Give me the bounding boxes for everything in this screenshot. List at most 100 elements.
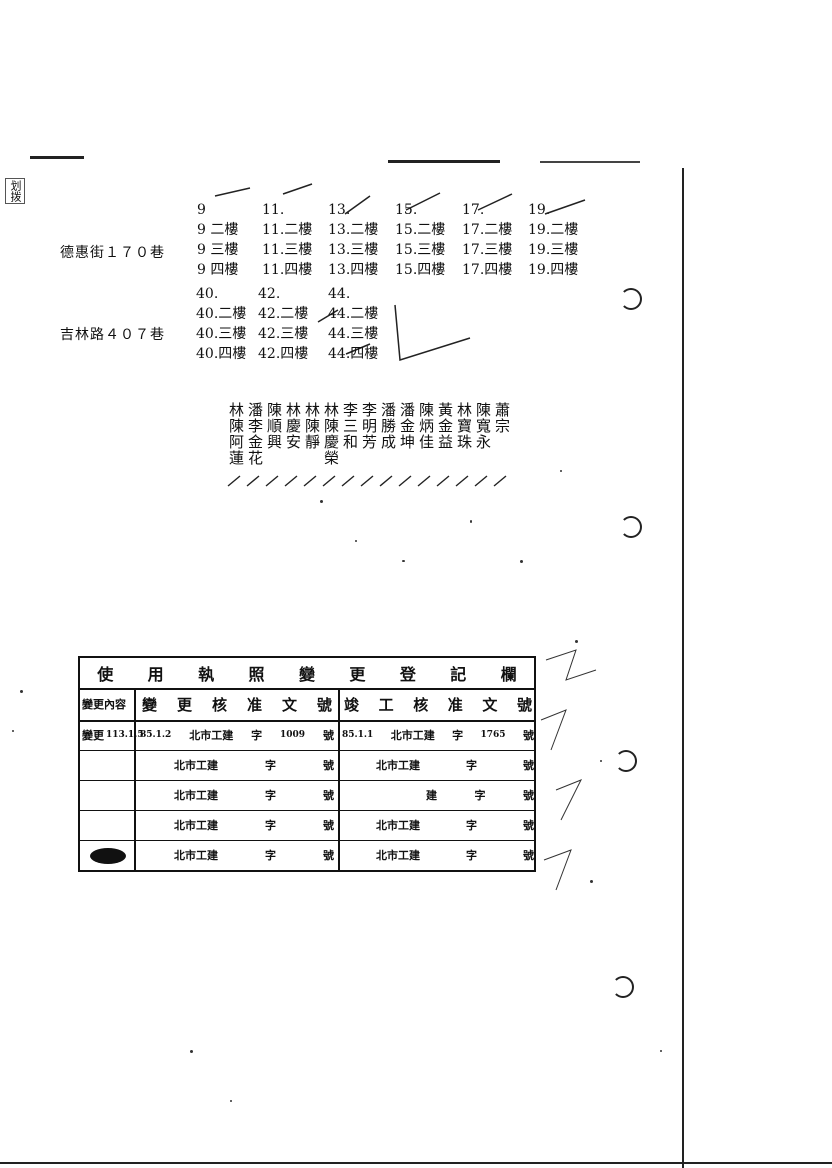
scan-speck — [402, 560, 405, 562]
owner-name: 林慶安 — [284, 402, 302, 450]
completion-cell: 北市工建 字 號 — [376, 840, 534, 870]
completion-zi: 字 — [466, 849, 477, 862]
owner-names: 林陳阿蓮 潘李金花 陳順興 林慶安 林陳靜 林陳慶榮 李三和 李明芳 潘勝成 潘… — [227, 402, 580, 498]
unit-cell: 40. — [196, 286, 219, 302]
margin-stamp: 划拨 — [5, 178, 25, 204]
scan-speck — [320, 500, 323, 503]
unit-cell: 44.二樓 — [328, 306, 379, 322]
unit-cell: 15.三樓 — [395, 242, 446, 258]
margin-stamp-text: 划拨 — [9, 180, 22, 202]
punch-mark — [612, 976, 634, 998]
completion-prefix: 北市工建 — [390, 729, 435, 742]
completion-prefix: 北市工建 — [376, 849, 420, 862]
change-text: 變更 — [82, 729, 104, 742]
completion-prefix-partial: 建 — [426, 789, 437, 802]
owner-name: 林陳阿蓮 — [227, 402, 245, 466]
owner-name: 李明芳 — [360, 402, 378, 450]
completion-prefix: 北市工建 — [376, 819, 420, 832]
scan-rule-top-right — [540, 161, 640, 163]
title-char: 照 — [248, 665, 265, 684]
punch-mark — [620, 516, 642, 538]
title-char: 登 — [399, 665, 416, 684]
title-char: 用 — [147, 665, 164, 684]
table-row: 變更 113.1.5 85.1.2 北市工建 字 1009 號 85.1.1 北… — [80, 720, 534, 751]
unit-cell: 42.四樓 — [258, 346, 309, 362]
unit-cell: 19.三樓 — [528, 242, 579, 258]
table-row: 北市工建 字 號 北市工建 字 號 — [80, 750, 534, 781]
title-char: 欄 — [500, 665, 517, 684]
completion-suffix: 號 — [523, 849, 534, 862]
owner-name: 陳寬永 — [474, 402, 492, 450]
approval-cell: 北市工建 字 號 — [174, 810, 334, 840]
header-char: 工 — [378, 695, 394, 714]
unit-cell: 9 — [197, 202, 206, 218]
header-char: 核 — [413, 695, 429, 714]
unit-cell: 44.三樓 — [328, 326, 379, 342]
scan-speck — [20, 690, 23, 693]
owner-name: 陳順興 — [265, 402, 283, 450]
completion-zi: 字 — [466, 819, 477, 832]
approval-zi: 字 — [265, 789, 276, 802]
approval-prefix: 北市工建 — [174, 789, 218, 802]
col-divider — [134, 688, 136, 870]
unit-cell: 11. — [262, 202, 285, 218]
unit-cell: 9 四樓 — [197, 262, 239, 278]
scan-speck — [600, 760, 602, 762]
unit-cell: 44.四樓 — [328, 346, 379, 362]
page-right-edge — [682, 168, 684, 1168]
owner-name: 蕭宗 — [493, 402, 511, 434]
unit-cell: 19. — [528, 202, 551, 218]
unit-cell: 42.二樓 — [258, 306, 309, 322]
scan-rule-top-left — [30, 156, 84, 159]
approval-zi: 字 — [265, 759, 276, 772]
completion-suffix: 號 — [523, 759, 534, 772]
header-char: 號 — [316, 695, 332, 714]
header-char: 核 — [211, 695, 227, 714]
completion-suffix: 號 — [523, 789, 534, 802]
completion-zi: 字 — [452, 729, 464, 742]
completion-num: 1765 — [480, 730, 506, 740]
owner-name: 李三和 — [341, 402, 359, 450]
completion-cell: 85.1.1 北市工建 字 1765 號 — [342, 720, 534, 750]
header-char: 准 — [246, 695, 262, 714]
scan-rule-top-mid — [388, 160, 500, 163]
approval-zi: 字 — [251, 729, 263, 742]
owner-name: 潘勝成 — [379, 402, 397, 450]
scan-speck — [355, 540, 357, 542]
header-char: 文 — [482, 695, 498, 714]
approval-num: 1009 — [280, 730, 306, 740]
register-title: 使 用 執 照 變 更 登 記 欄 — [80, 658, 534, 690]
scan-speck — [560, 470, 562, 472]
punch-mark — [620, 288, 642, 310]
unit-cell: 40.三樓 — [196, 326, 247, 342]
approval-cell: 北市工建 字 號 — [174, 750, 334, 780]
register-header: 變更內容 變 更 核 准 文 號 竣 工 核 准 文 號 — [80, 688, 534, 722]
unit-cell: 40.四樓 — [196, 346, 247, 362]
owner-name: 林陳靜 — [303, 402, 321, 450]
completion-date: 85.1.1 — [342, 730, 374, 740]
unit-cell: 9 二樓 — [197, 222, 239, 238]
approval-cell: 北市工建 字 號 — [174, 840, 334, 870]
unit-cell: 15.四樓 — [395, 262, 446, 278]
approval-prefix: 北市工建 — [189, 729, 234, 742]
approval-zi: 字 — [265, 849, 276, 862]
unit-cell: 19.四樓 — [528, 262, 579, 278]
completion-zi: 字 — [466, 759, 477, 772]
unit-cell: 11.四樓 — [262, 262, 313, 278]
unit-cell: 11.三樓 — [262, 242, 313, 258]
scan-speck — [190, 1050, 193, 1053]
approval-zi: 字 — [265, 819, 276, 832]
approval-suffix: 號 — [323, 849, 334, 862]
approval-suffix: 號 — [322, 729, 334, 742]
scan-speck — [590, 880, 593, 883]
unit-cell: 13.四樓 — [328, 262, 379, 278]
change-note: 113.1.5 — [106, 730, 144, 740]
unit-cell: 19.二樓 — [528, 222, 579, 238]
scan-speck — [520, 560, 523, 563]
completion-cell: 北市工建 字 號 — [376, 810, 534, 840]
punch-mark — [615, 750, 637, 772]
header-change-content: 變更內容 — [82, 698, 126, 711]
scan-speck — [230, 1100, 232, 1102]
change-cell: 變更 113.1.5 — [82, 720, 144, 750]
unit-cell: 17.三樓 — [462, 242, 513, 258]
